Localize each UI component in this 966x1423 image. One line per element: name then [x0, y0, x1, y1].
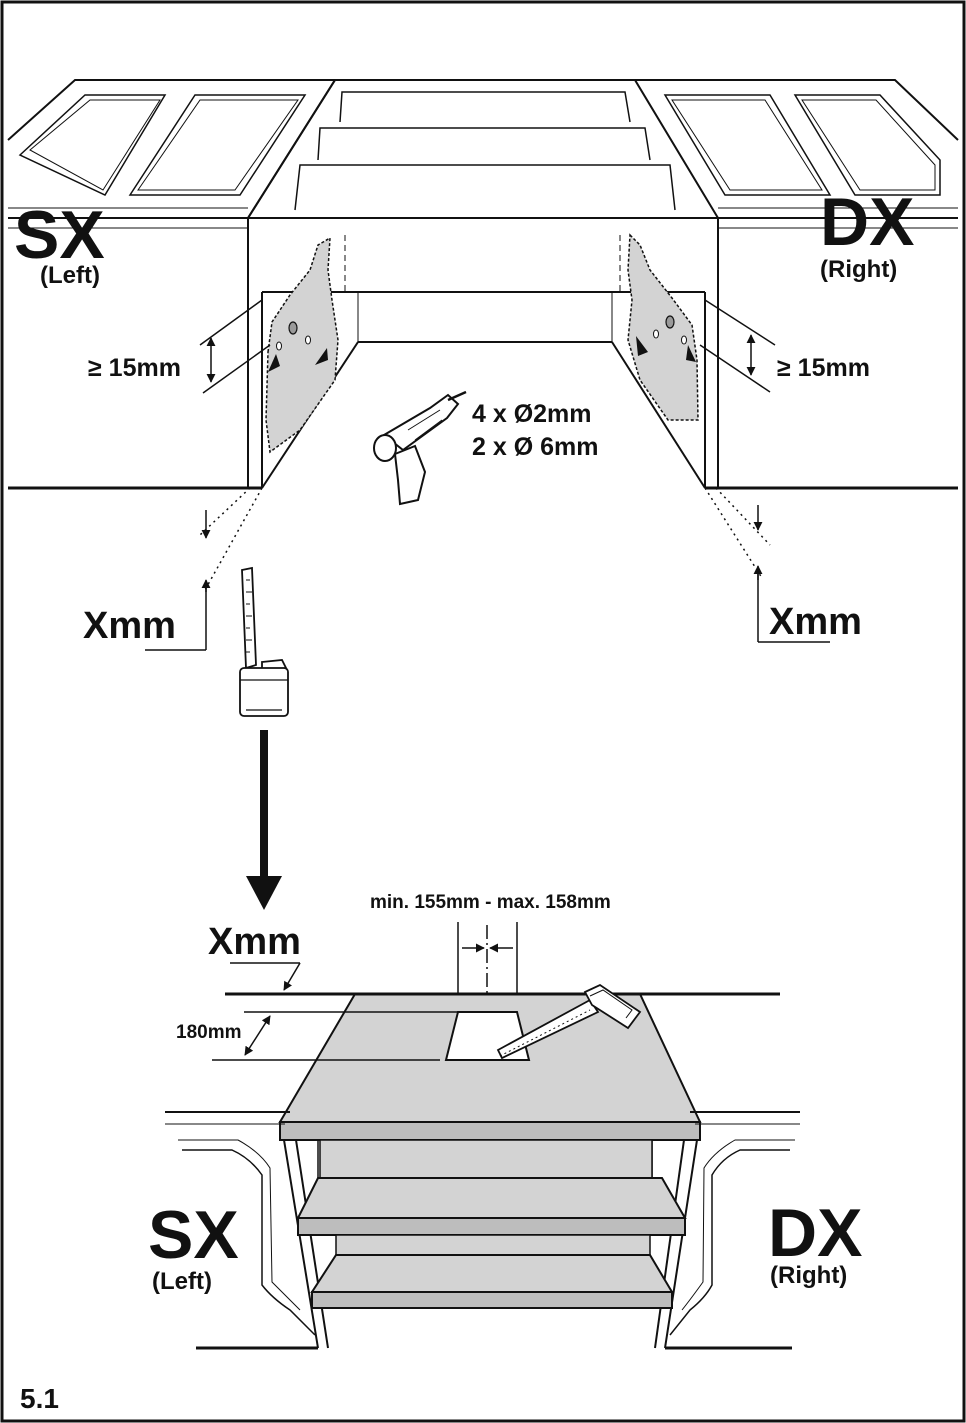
measure-right-label: Xmm: [769, 601, 862, 643]
top-right-name: (Right): [820, 256, 897, 283]
bottom-left-name: (Left): [152, 1268, 212, 1295]
figure-number: 5.1: [20, 1383, 59, 1414]
clearance-left-label: ≥ 15mm: [88, 354, 181, 382]
top-right-code: DX: [820, 184, 914, 260]
measure-right-lines: [704, 487, 830, 643]
cabinet-shelf-lower: [310, 1254, 674, 1309]
top-cabinet-illustration: [7, 79, 959, 490]
top-left-code: SX: [14, 197, 105, 273]
worktop-cutout: [444, 1011, 531, 1061]
tape-measure-icon: [239, 566, 289, 717]
top-left-name: (Left): [40, 262, 100, 289]
measure-left-label: Xmm: [83, 605, 176, 647]
cutout-width-label: min. 155mm - max. 158mm: [370, 892, 611, 913]
bottom-measure-label: Xmm: [208, 921, 301, 963]
center-opening: [247, 79, 719, 489]
clearance-dimension-right: [699, 299, 776, 393]
left-side-panel-cutaway: [265, 236, 339, 454]
saw-icon: [496, 983, 642, 1060]
bottom-measure-leader: [230, 962, 301, 991]
cutout-depth-label: 180mm: [176, 1022, 242, 1043]
drill-bits-line-2: 2 x Ø 6mm: [472, 433, 598, 461]
right-cabinet-doors: [635, 79, 959, 229]
bottom-cabinet-frame: [283, 1139, 698, 1349]
bottom-right-code: DX: [768, 1195, 862, 1271]
cutout-depth-dimension: [212, 1011, 458, 1061]
drill-icon: [373, 390, 467, 506]
cabinet-shelf-upper: [296, 1177, 687, 1256]
right-side-panel-cutaway: [627, 233, 699, 421]
drill-bits-line-1: 4 x Ø2mm: [472, 400, 592, 428]
clearance-right-label: ≥ 15mm: [777, 354, 870, 382]
bottom-right-name: (Right): [770, 1262, 847, 1289]
bottom-left-code: SX: [148, 1197, 239, 1273]
transition-arrow: [246, 730, 282, 910]
surrounding-cabinets: [165, 1111, 800, 1336]
clearance-dimension-left: [199, 299, 271, 394]
measure-left-lines: [145, 487, 263, 651]
